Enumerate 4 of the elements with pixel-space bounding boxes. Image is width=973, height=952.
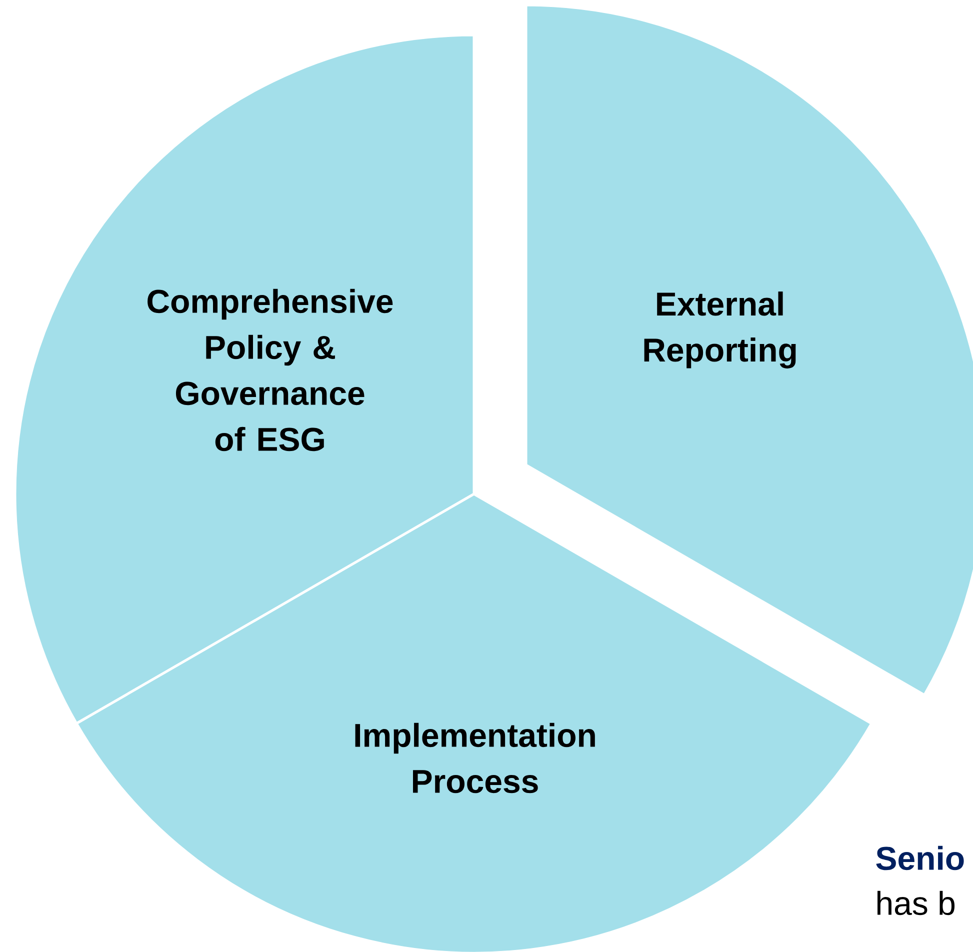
node-label: External Reporting	[644, 292, 796, 368]
pie-slice: External Reporting	[524, 4, 973, 696]
node-label: Implementation Process	[355, 722, 595, 794]
pie-slice: Implementation Process	[75, 492, 873, 952]
